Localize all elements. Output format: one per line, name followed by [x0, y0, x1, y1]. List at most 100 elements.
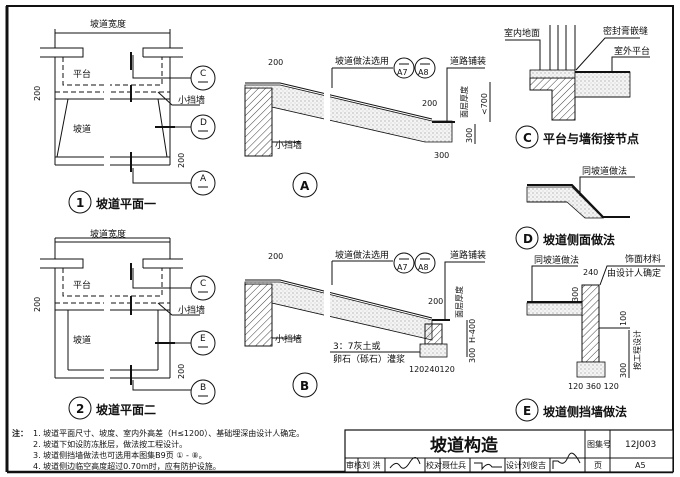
ref-a8[interactable]: A8 [414, 57, 436, 79]
small-wall-label: 小挡墙 [275, 139, 302, 151]
dim-lt700: <700 [480, 93, 489, 115]
dim-200: 200 [33, 86, 42, 101]
atlas-number: 12J003 [625, 440, 656, 450]
svg-text:C: C [200, 279, 206, 289]
check-label: 校对 [426, 460, 442, 470]
per-design-label: 按工程设计 [632, 330, 642, 370]
bottom-dims: 120240120 [409, 365, 455, 374]
svg-text:A7: A7 [397, 263, 408, 272]
dim-100: 100 [619, 311, 628, 326]
svg-text:A7: A7 [397, 68, 408, 77]
ref-a7[interactable]: A7 [393, 57, 415, 79]
finish-label: 由设计人确定 [607, 267, 661, 279]
section-ref-a[interactable]: A [190, 170, 216, 196]
dim-300: 300 [468, 348, 477, 363]
checker-signature [474, 462, 502, 471]
method-label: 坡道做法选用 [335, 249, 389, 261]
same-as-ramp-label: 同坡道做法 [582, 165, 627, 177]
section-ref-b[interactable]: B [190, 379, 216, 405]
section-ref-e[interactable]: E [190, 330, 216, 356]
design-label: 设计 [506, 460, 522, 470]
dim-h400: H-400 [468, 319, 477, 343]
sealant-label: 密封膏嵌缝 [603, 25, 648, 37]
plan-title: 坡道平面一 [96, 196, 156, 211]
dim-300: 300 [619, 363, 628, 378]
reviewer-signature [389, 457, 421, 469]
note-item: 3. 坡道侧挡墙做法也可选用本图集B9页 ① - ⑧。 [33, 450, 207, 460]
note-item: 2. 坡道下如设防冻胀层，做法按工程设计。 [33, 439, 187, 449]
small-wall-label: 小挡墙 [178, 304, 205, 316]
designer: 刘俊吉 [522, 460, 546, 470]
section-ref-d[interactable]: D [190, 114, 216, 140]
ramp-plan-1: 坡道宽度 平台 坡道 小挡墙 200 200 C D A 1 坡道平面一 [33, 18, 216, 214]
designer-signature [552, 452, 581, 469]
section-ref-c[interactable]: C [190, 65, 216, 91]
finish-label: 饰面材料 [625, 253, 661, 265]
dim-200: 200 [268, 58, 283, 67]
reviewer: 刘 洪 [362, 460, 381, 470]
width-label: 坡道宽度 [90, 228, 126, 240]
ramp-label: 坡道 [73, 334, 91, 346]
same-as-ramp-label: 同坡道做法 [534, 254, 579, 266]
svg-text:E: E [200, 334, 206, 344]
svg-text:A8: A8 [418, 68, 429, 77]
atlas-label: 图集号 [587, 439, 611, 449]
sheet-title: 坡道构造 [430, 435, 499, 456]
title-block: 坡道构造 图集号 12J003 审核 刘 洪 校对 聂仕兵 设计 刘俊吉 页 A… [344, 429, 674, 473]
surface-thickness: 面层厚度 [454, 286, 464, 318]
page-number: A5 [635, 461, 646, 470]
platform-label: 平台 [73, 68, 91, 80]
section-a: 200 坡道做法选用 A7 A8 道路铺装 面层厚度 <700 300 200 … [244, 55, 491, 198]
dim-200: 200 [177, 153, 186, 168]
detail-label: E [523, 404, 531, 418]
dim-200: 200 [33, 297, 42, 312]
svg-text:A8: A8 [418, 263, 429, 272]
detail-label: D [523, 232, 533, 246]
ref-a7[interactable]: A7 [393, 252, 415, 274]
section-ref-c[interactable]: C [190, 275, 216, 301]
ref-a8[interactable]: A8 [414, 252, 436, 274]
width-label: 坡道宽度 [90, 18, 126, 30]
note-item: 1. 坡道平面尺寸、坡度、室内外高差（H≤1200）、基础埋深由设计人确定。 [33, 428, 304, 438]
title-number-circle [68, 190, 92, 214]
bottom-dims: 120 360 120 [568, 382, 619, 391]
ramp-plan-2: 坡道宽度 平台 坡道 小挡墙 200 200 C E B 2 坡道平面二 [33, 228, 216, 420]
svg-text:A: A [200, 174, 207, 184]
platform-label: 平台 [73, 279, 91, 291]
checker: 聂仕兵 [442, 460, 466, 470]
section-label: A [300, 179, 310, 193]
outdoor-platform-label: 室外平台 [614, 45, 650, 57]
dim-200: 200 [422, 99, 437, 108]
method-label: 坡道做法选用 [335, 55, 389, 67]
notes: 注： 1. 坡道平面尺寸、坡度、室内外高差（H≤1200）、基础埋深由设计人确定… [12, 428, 304, 471]
paving-label: 道路铺装 [450, 249, 486, 261]
indoor-floor-label: 室内地面 [504, 27, 540, 39]
dim-200: 200 [268, 252, 283, 261]
detail-title: 坡道侧面做法 [543, 232, 615, 247]
note-item: 4. 坡道侧边临空高度超过0.70m时，应有防护设施。 [33, 461, 221, 471]
detail-title: 坡道侧挡墙做法 [543, 404, 627, 419]
dim-200: 200 [177, 364, 186, 379]
plan-title: 坡道平面二 [96, 402, 156, 417]
small-wall-label: 小挡墙 [275, 333, 302, 345]
dim-200: 200 [428, 297, 443, 306]
page-label: 页 [594, 461, 602, 470]
dim-300: 300 [434, 151, 449, 160]
svg-text:D: D [200, 118, 207, 128]
dim-300: 300 [571, 287, 580, 302]
detail-c: 室内地面 密封膏嵌缝 室外平台 C 平台与墙衔接节点 [504, 25, 650, 149]
svg-text:B: B [200, 383, 206, 393]
ramp-label: 坡道 [73, 123, 91, 135]
surface-thickness: 面层厚度 [459, 86, 469, 118]
title-number: 1 [76, 196, 84, 210]
title-number: 2 [76, 402, 84, 416]
detail-title: 平台与墙衔接节点 [543, 131, 639, 146]
section-b: 200 坡道做法选用 A7 A8 道路铺装 面层厚度 H-400 300 200… [244, 249, 486, 398]
fill-label: 3：7灰土或 [333, 340, 380, 352]
fill-label: 卵石（砾石）灌浆 [333, 353, 405, 365]
detail-label: C [523, 131, 532, 145]
detail-d: 同坡道做法 D 坡道侧面做法 [515, 165, 635, 250]
detail-e: 同坡道做法 饰面材料 由设计人确定 240 300 100 按工程设计 300 … [515, 253, 665, 422]
dim-300: 300 [465, 128, 474, 143]
